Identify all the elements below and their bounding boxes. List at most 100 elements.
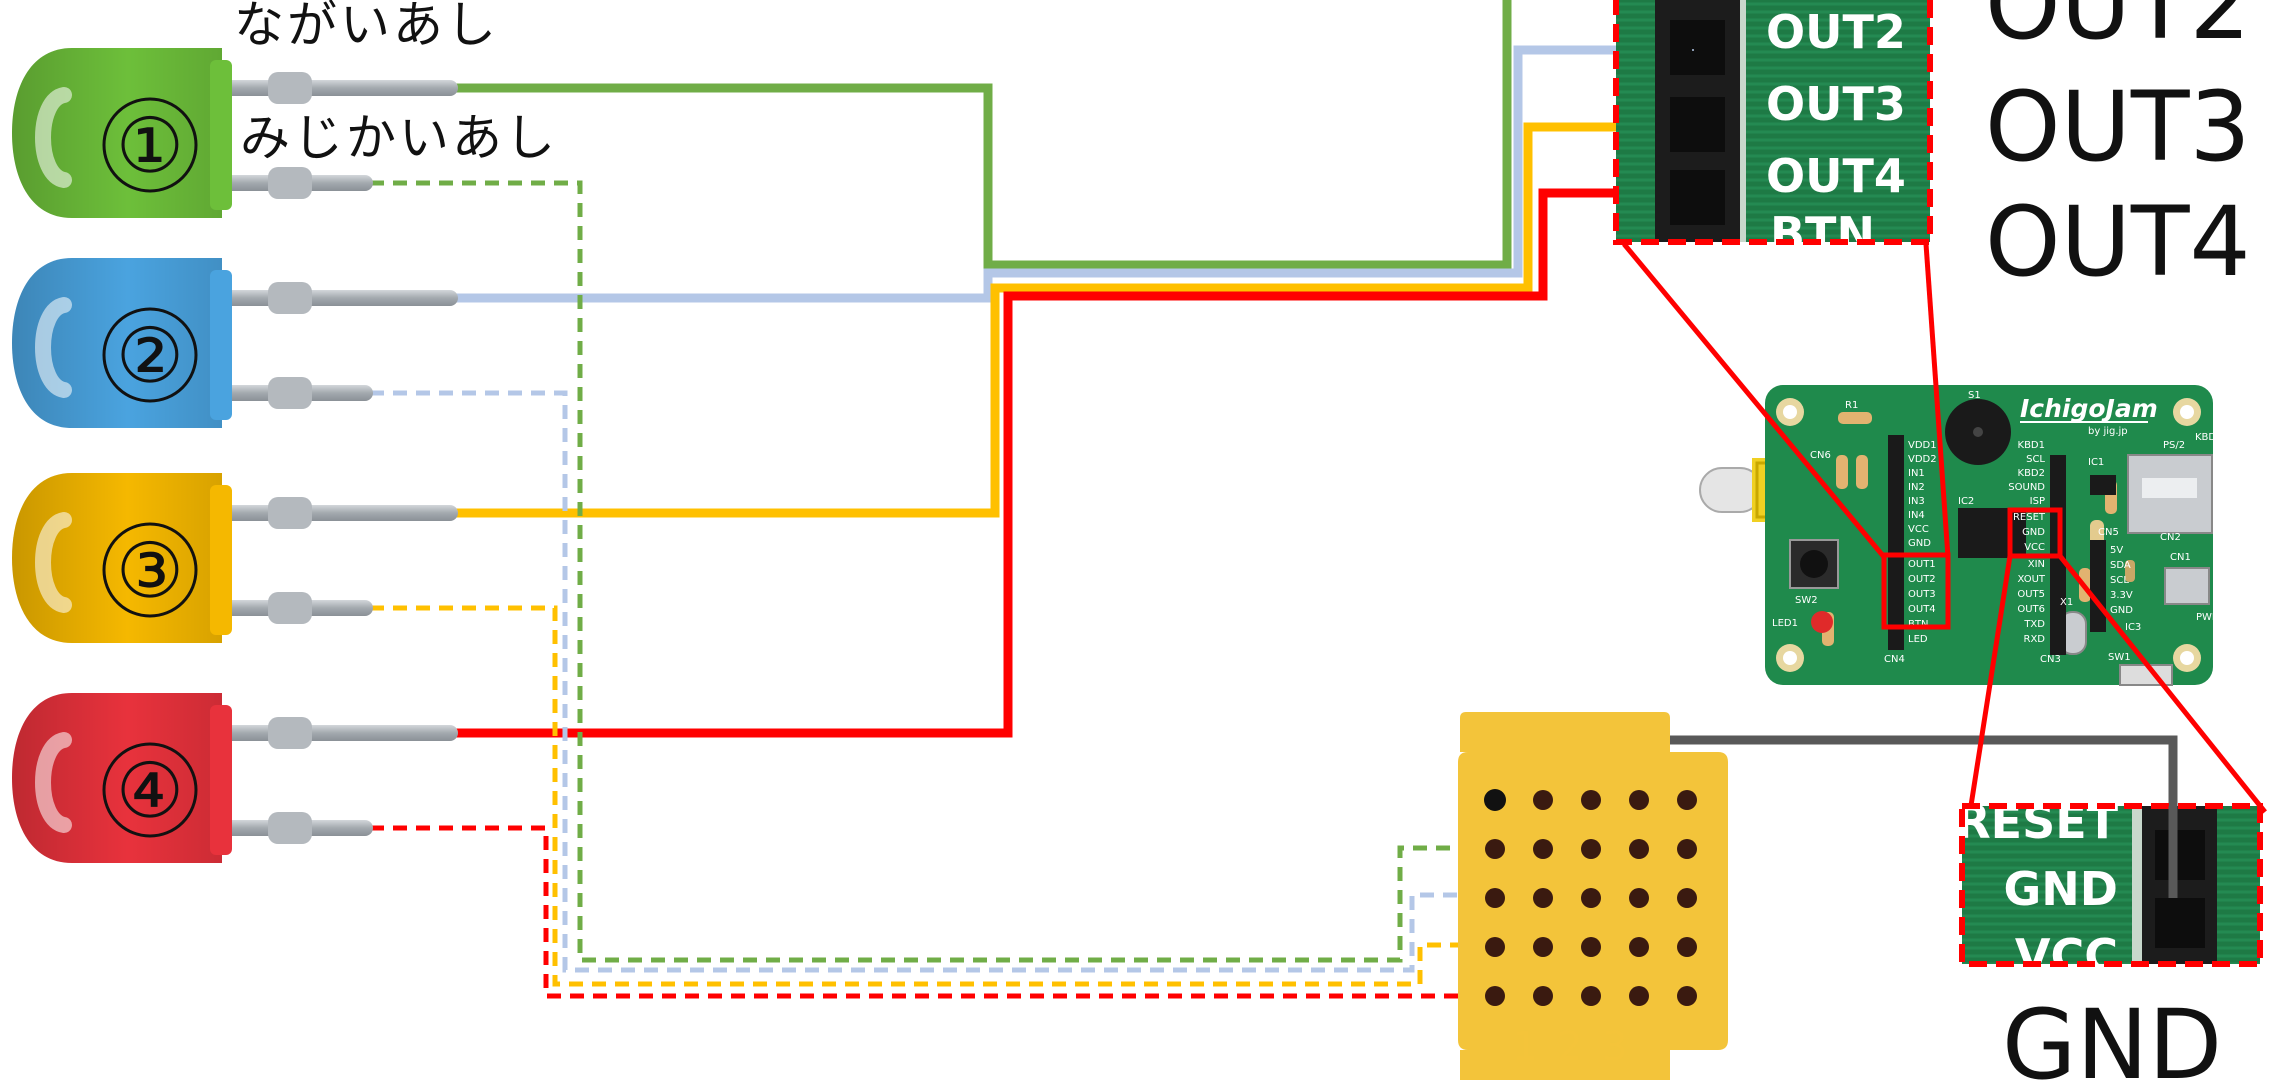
part-label: R1 <box>1845 400 1858 411</box>
board-pin-label: OUT4 <box>1908 604 1936 615</box>
zoom-pin-btn: BTN <box>1770 207 1875 261</box>
board-part-labels: R1 S1 CN6 CN5 CN2 IC2 IC1 SW2 LED1 CN4 C… <box>1772 390 2219 665</box>
board-pin-label: IN1 <box>1908 468 1925 479</box>
breadboard-holes <box>1485 790 1697 1006</box>
board-pin-label: LED <box>1908 634 1928 645</box>
zoom-out-pins: OUT2 OUT3 OUT4 BTN <box>1613 0 1933 261</box>
led-number: ③ <box>116 526 184 615</box>
board-pin-label: GND <box>1908 538 1931 549</box>
breadboard-hole <box>1533 888 1553 908</box>
breadboard-hole <box>1485 839 1505 859</box>
board-pin-label: IN2 <box>1908 482 1925 493</box>
board-pin-label: XIN <box>2028 559 2045 570</box>
breadboard-hole <box>1629 937 1649 957</box>
board-pin-label: OUT1 <box>1908 559 1936 570</box>
board-pin-label: GND <box>2022 527 2045 538</box>
board-right-pins: KBD1 SCL KBD2 SOUND ISP RESET GND VCC XI… <box>2008 440 2046 645</box>
board-pin-label: ISP <box>2030 496 2045 507</box>
board-pin-label: OUT3 <box>1908 589 1936 600</box>
zoom-gnd-pin: RESET GND VCC <box>1955 795 2263 983</box>
label-out4: OUT4 <box>1985 186 2251 298</box>
board-pin-label: OUT2 <box>1908 574 1936 585</box>
part-label: IC2 <box>1958 496 1974 507</box>
label-gnd: GND <box>2002 989 2222 1084</box>
breadboard-col-1: 1 <box>1512 1024 1537 1070</box>
led-long-leg <box>218 80 458 96</box>
breadboard-hole <box>1581 790 1601 810</box>
led-4: ④ <box>12 693 458 863</box>
board-pin-label: VDD1 <box>1908 440 1937 451</box>
led-number: ④ <box>116 746 184 835</box>
board-pin-label: RXD <box>2024 634 2046 645</box>
zoom-pin-out2: OUT2 <box>1766 5 1906 59</box>
part-label: CN3 <box>2040 654 2061 665</box>
led-3: ③ <box>12 473 458 643</box>
breadboard-hole <box>1581 888 1601 908</box>
board-pin-label: KBD2 <box>2018 468 2045 479</box>
breadboard-hole <box>1485 888 1505 908</box>
part-label: CN5 <box>2098 527 2119 538</box>
led-long-leg <box>218 725 458 741</box>
part-label: KBD <box>2195 432 2216 443</box>
breadboard-hole <box>1533 986 1553 1006</box>
board-left-pins: VDD1 VDD2 IN1 IN2 IN3 IN4 VCC GND OUT1 O… <box>1908 440 1937 645</box>
led-1: ① <box>12 48 458 218</box>
board-brand-sub: by jig.jp <box>2088 426 2128 437</box>
wire-led4-long <box>455 188 1685 738</box>
wires <box>370 0 2178 999</box>
part-label: IC3 <box>2125 622 2141 633</box>
breadboard-hole <box>1677 986 1697 1006</box>
zoom-pin-gnd: GND <box>2004 862 2118 916</box>
board-pin-label: VCC <box>2024 542 2045 553</box>
part-label: CN4 <box>1884 654 1905 665</box>
breadboard-hole <box>1629 986 1649 1006</box>
board-pin-label: IN4 <box>1908 510 1925 521</box>
board-pin-label: RESET <box>2013 512 2046 523</box>
led-long-leg <box>218 505 458 521</box>
short-leg-label: みじかいあし <box>240 109 558 167</box>
breadboard-hole <box>1629 790 1649 810</box>
breadboard-col-2: 2 <box>1557 1024 1582 1070</box>
part-label: CN1 <box>2170 552 2191 563</box>
gnd-wire-end <box>1484 789 1506 811</box>
board-pin-label: SCL <box>2110 575 2129 586</box>
part-label: SW2 <box>1795 595 1818 606</box>
board-pin-label: VCC <box>1908 524 1929 535</box>
breadboard-hole <box>1677 790 1697 810</box>
breadboard-hole <box>1485 986 1505 1006</box>
wire-led4-short <box>370 825 1498 999</box>
breadboard-hole <box>1485 937 1505 957</box>
board-pin-label: OUT5 <box>2017 589 2045 600</box>
wire-led3-long <box>455 122 1685 518</box>
led-number: ② <box>116 311 184 400</box>
part-label: IC1 <box>2088 457 2104 468</box>
board-brand: IchigoJam <box>2020 394 2158 423</box>
part-label: CN2 <box>2160 532 2181 543</box>
breadboard-col-3: 3 <box>1602 1024 1627 1070</box>
breadboard-hole <box>1533 937 1553 957</box>
board-pin-label: KBD1 <box>2018 440 2045 451</box>
breadboard-hole <box>1629 888 1649 908</box>
breadboard-hole <box>1533 839 1553 859</box>
zoom-pin-vcc: VCC <box>2015 929 2118 983</box>
board-pin-label: SDA <box>2110 560 2131 571</box>
led-number: ① <box>116 101 184 190</box>
zoom-pin-out3: OUT3 <box>1766 77 1906 131</box>
breadboard-hole <box>1677 888 1697 908</box>
part-label: PWR <box>2196 612 2219 623</box>
breadboard-hole <box>1581 839 1601 859</box>
board-pin-label: GND <box>2110 605 2133 616</box>
board-pin-label: SCL <box>2026 454 2045 465</box>
label-out3: OUT3 <box>1985 71 2251 183</box>
label-out2: OUT2 <box>1985 0 2251 61</box>
led-long-leg <box>218 290 458 306</box>
zoom-pin-reset: RESET <box>1955 795 2118 849</box>
board-pin-label: VDD2 <box>1908 454 1937 465</box>
board-pin-label: IN3 <box>1908 496 1925 507</box>
board-pin-label: TXD <box>2023 619 2045 630</box>
board-out-pins-highlight <box>1881 552 1951 630</box>
led-2: ② <box>12 258 458 428</box>
part-label: X1 <box>2060 597 2073 608</box>
breadboard-hole <box>1677 839 1697 859</box>
